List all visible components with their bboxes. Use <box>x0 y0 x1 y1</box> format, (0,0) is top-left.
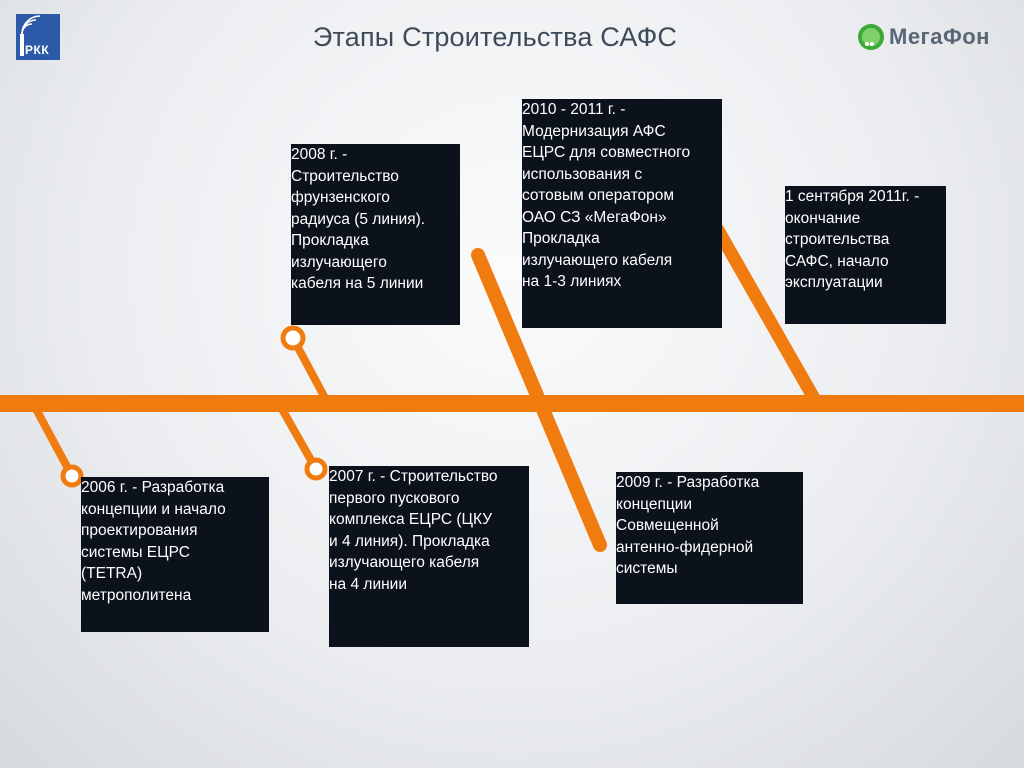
milestone-2010: 2010 - 2011 г. - Модернизация АФС ЕЦРС д… <box>522 99 722 328</box>
megafon-logo-text: МегаФон <box>889 24 990 49</box>
milestone-2008: 2008 г. - Строительство фрунзенского рад… <box>291 144 460 325</box>
milestone-2006: 2006 г. - Разработка концепции и начало … <box>81 477 269 632</box>
milestone-2009: 2009 г. - Разработка концепции Совмещенн… <box>616 472 803 604</box>
node-2007 <box>304 457 328 481</box>
rkk-logo-text: РКК <box>25 43 50 57</box>
milestone-2007: 2007 г. - Строительство первого пусковог… <box>329 466 529 647</box>
page-title: Этапы Строительства САФС <box>312 22 678 52</box>
timeline-axis <box>0 395 1024 412</box>
branch-2008 <box>290 336 329 402</box>
megafon-logo: МегаФон <box>857 20 997 54</box>
node-2008 <box>280 325 306 351</box>
branch-2011 <box>711 223 822 407</box>
branch-2010 <box>471 248 607 552</box>
node-2006 <box>60 464 84 488</box>
milestone-2011: 1 сентября 2011г. - окончание строительс… <box>785 186 946 324</box>
branch-2006 <box>32 405 76 480</box>
rkk-logo: РКК <box>16 14 60 60</box>
